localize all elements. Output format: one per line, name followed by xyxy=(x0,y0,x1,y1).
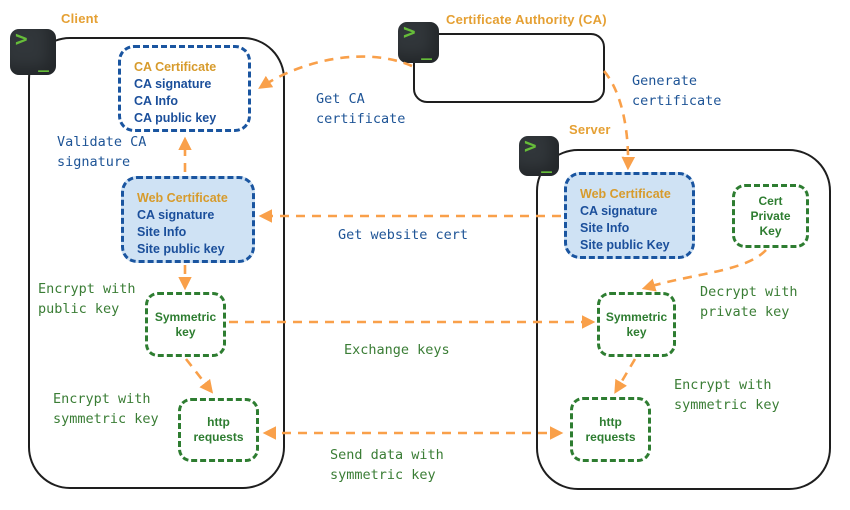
encrypt-with-symmetric-key-client-label: Encrypt with symmetric key xyxy=(53,391,159,427)
cert-private-key-box: Cert Private Key xyxy=(732,184,809,248)
ca-certificate-box: CA Certificate CA signature CA Info CA p… xyxy=(118,45,251,132)
terminal-prompt-glyph: > xyxy=(403,20,416,44)
ca-certificate-line: CA signature xyxy=(134,77,212,91)
server-web-certificate-line: Site Info xyxy=(580,221,630,235)
terminal-cursor-glyph: _ xyxy=(421,40,432,61)
send-data-with-symmetric-key-label: Send data with symmetric key xyxy=(330,447,444,483)
get-ca-certificate-label: Get CA certificate xyxy=(316,91,406,127)
terminal-cursor-glyph: _ xyxy=(38,52,49,73)
encrypt-with-symmetric-key-server-label: Encrypt with symmetric key xyxy=(674,377,780,413)
client-web-certificate-line: Site Info xyxy=(137,225,187,239)
server-symmetric-key-box: Symmetric key xyxy=(597,292,676,357)
client-terminal-icon: > _ xyxy=(10,27,56,75)
server-label: Server xyxy=(569,122,611,137)
client-label: Client xyxy=(61,11,99,26)
terminal-prompt-glyph: > xyxy=(15,27,28,51)
client-web-certificate-line: CA signature xyxy=(137,208,215,222)
ca-certificate-title: CA Certificate xyxy=(134,60,217,74)
exchange-keys-label: Exchange keys xyxy=(344,342,450,358)
ca-terminal-icon: > _ xyxy=(398,20,439,63)
server-http-requests-box: http requests xyxy=(570,397,651,462)
client-web-certificate-title: Web Certificate xyxy=(137,191,228,205)
client-web-certificate-line: Site public key xyxy=(137,242,225,256)
decrypt-with-private-key-label: Decrypt with private key xyxy=(700,284,798,320)
generate-certificate-label: Generate certificate xyxy=(632,73,722,109)
get-website-cert-label: Get website cert xyxy=(338,227,469,243)
server-web-certificate-title: Web Certificate xyxy=(580,187,671,201)
certificate-authority-label: Certificate Authority (CA) xyxy=(446,12,607,27)
terminal-prompt-glyph: > xyxy=(524,134,537,158)
server-web-certificate-box: Web Certificate CA signature Site Info S… xyxy=(564,172,695,259)
server-web-certificate-line: Site public Key xyxy=(580,238,670,252)
client-symmetric-key-box: Symmetric key xyxy=(145,292,226,357)
server-web-certificate-line: CA signature xyxy=(580,204,658,218)
certificate-authority-container-box xyxy=(413,33,605,103)
server-terminal-icon: > _ xyxy=(519,134,559,176)
client-web-certificate-box: Web Certificate CA signature Site Info S… xyxy=(121,176,255,263)
validate-ca-signature-label: Validate CA signature xyxy=(57,134,147,170)
ca-certificate-line: CA public key xyxy=(134,111,217,125)
ca-certificate-line: CA Info xyxy=(134,94,178,108)
encrypt-with-public-key-label: Encrypt with public key xyxy=(38,281,136,317)
terminal-cursor-glyph: _ xyxy=(541,153,552,174)
client-http-requests-box: http requests xyxy=(178,398,259,462)
